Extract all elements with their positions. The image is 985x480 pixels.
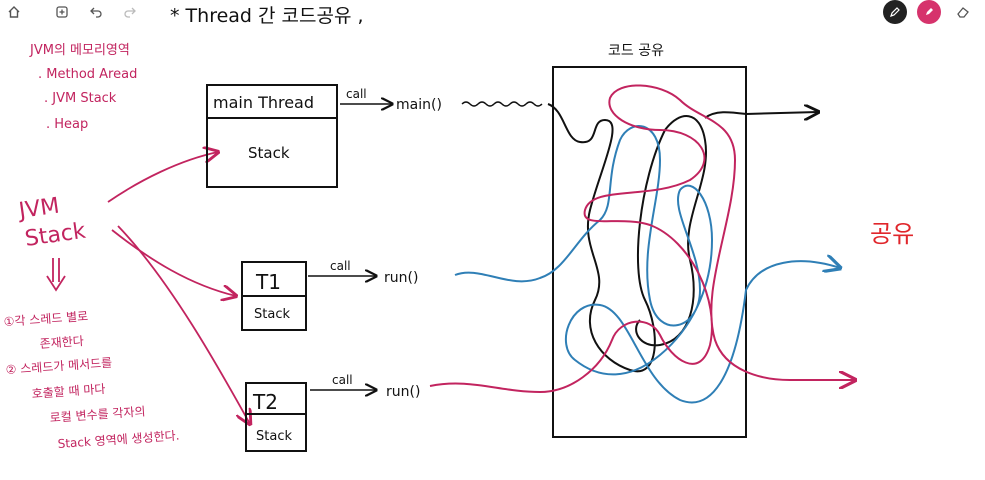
memory-heading: JVM의 메모리영역 — [29, 43, 130, 58]
add-page-icon[interactable] — [52, 2, 72, 22]
memory-item-heap: . Heap — [46, 117, 88, 132]
t2-box — [245, 382, 307, 452]
call-t1-label: call — [330, 259, 351, 273]
memory-item-method-area: . Method Aread — [38, 67, 137, 82]
toolbar — [0, 0, 985, 26]
redo-icon[interactable] — [120, 2, 140, 22]
t1-stack-label: Stack — [254, 307, 290, 322]
memory-item-jvm-stack: . JVM Stack — [44, 91, 117, 106]
arrow-jvm-to-t2-stack — [117, 225, 250, 424]
main-method-label: main() — [396, 97, 442, 113]
run-t1-label: run() — [384, 270, 418, 286]
undo-icon[interactable] — [86, 2, 106, 22]
note-1-line-1: ①각 스레드 별로 — [3, 309, 88, 329]
main-thread-box — [206, 84, 338, 188]
pen-icon[interactable] — [883, 0, 907, 24]
run-t2-label: run() — [386, 384, 420, 400]
highlighter-icon[interactable] — [917, 0, 941, 24]
t2-thread-path — [429, 84, 855, 394]
title-text: * Thread 간 코드공유 , — [170, 5, 364, 27]
shared-code-box — [552, 66, 747, 438]
note-2-line-2: 호출할 때 마다 — [31, 382, 106, 401]
arrow-jvm-to-t1-stack — [111, 229, 236, 296]
note-2-line-4: Stack 영역에 생성한다. — [57, 429, 180, 451]
t1-label: T1 — [255, 270, 281, 294]
main-stack-label: Stack — [248, 144, 290, 162]
home-icon[interactable] — [4, 2, 24, 22]
call-main-label: call — [346, 87, 367, 101]
stack-label: Stack — [23, 219, 87, 252]
note-2-line-1: ② 스레드가 메서드를 — [5, 356, 112, 377]
side-note: 공유 — [870, 220, 914, 248]
arrow-jvm-to-main-stack — [107, 152, 218, 203]
main-squiggle — [461, 101, 543, 107]
double-arrow-icon — [46, 258, 66, 292]
main-thread-label: main Thread — [213, 93, 314, 112]
t2-label: T2 — [252, 390, 278, 414]
call-t2-label: call — [332, 373, 353, 387]
eraser-icon[interactable] — [953, 2, 973, 22]
note-2-line-3: 로컬 변수를 각자의 — [49, 404, 146, 425]
shared-code-label: 코드 공유 — [608, 43, 664, 59]
t1-thread-path — [454, 125, 840, 404]
t2-stack-label: Stack — [256, 429, 292, 444]
note-1-line-2: 존재한다 — [39, 334, 84, 351]
jvm-label: JVM — [15, 194, 61, 225]
